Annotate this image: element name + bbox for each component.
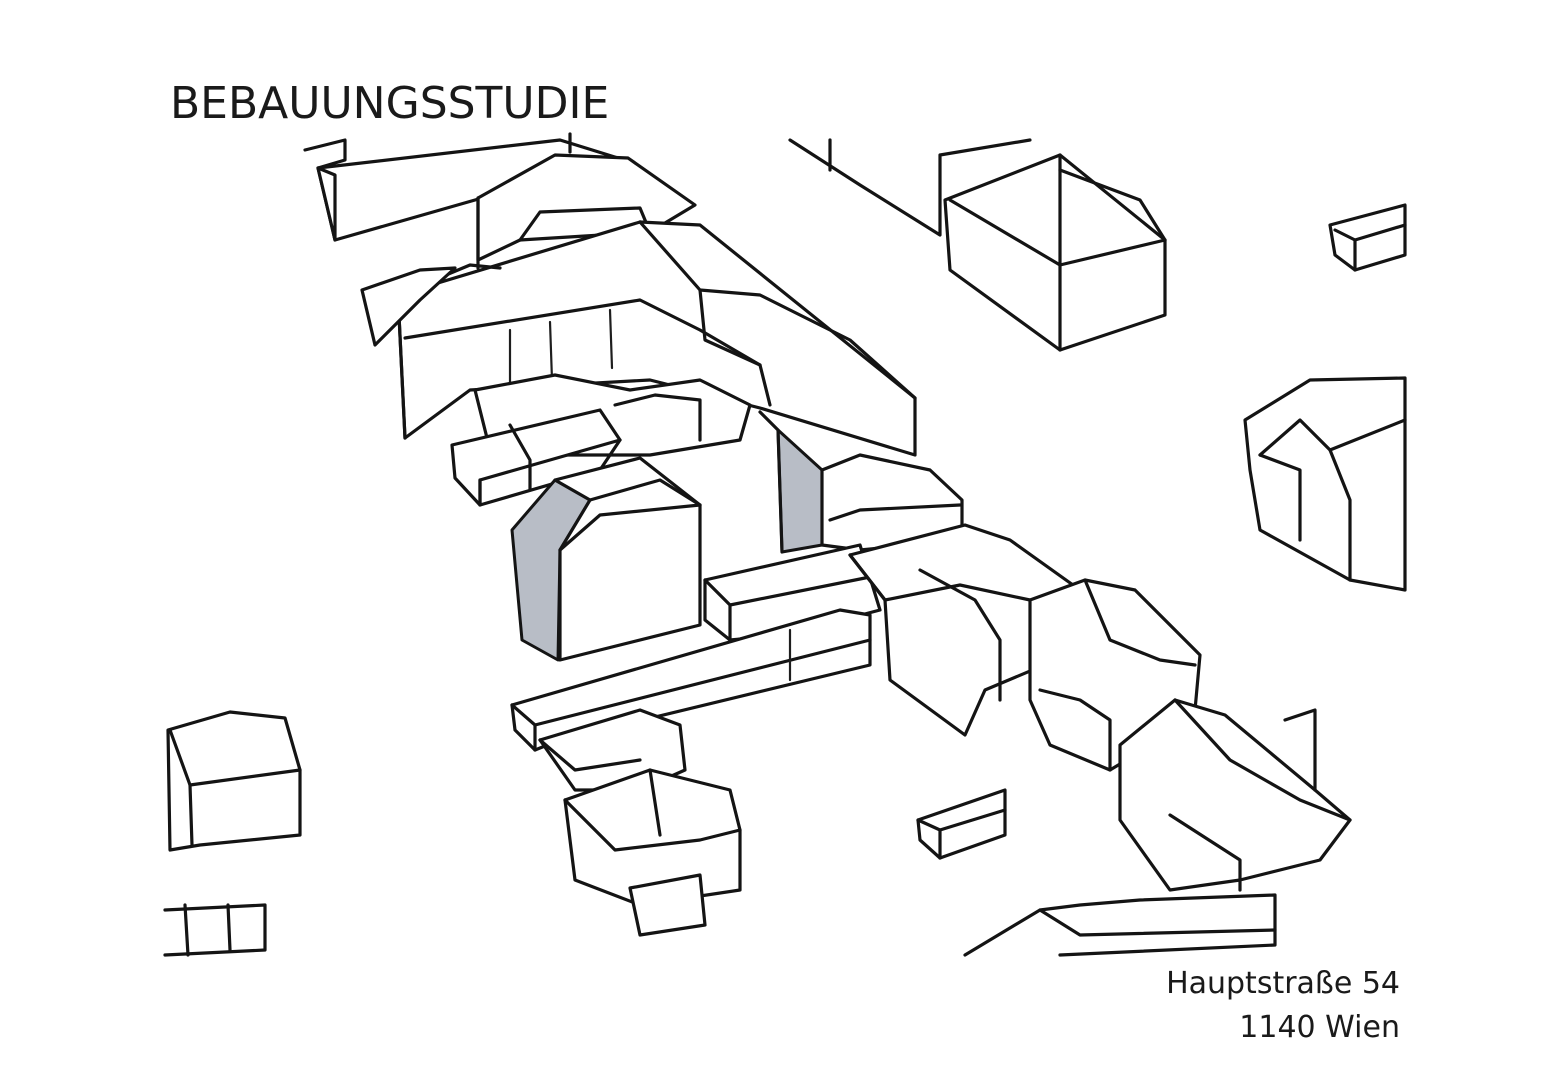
- building-small-box: [916, 788, 1007, 860]
- new-building-highlight: [510, 410, 824, 662]
- building-right-chain: [848, 523, 1352, 892]
- building-far-right-box: [1328, 203, 1407, 272]
- building-left-l-block: [360, 220, 917, 457]
- page-title: BEBAUUNGSSTUDIE: [170, 78, 610, 129]
- building-bottom-right-roof: [963, 893, 1277, 957]
- building-left-house: [166, 710, 302, 852]
- address-street: Hauptstraße 54: [1166, 966, 1400, 1001]
- building-right-middle: [1243, 376, 1407, 592]
- building-top-right-hip: [788, 138, 1167, 352]
- building-bottom-center-house: [538, 708, 742, 937]
- building-lower-bar: [510, 608, 872, 752]
- building-bottom-left-partial: [163, 903, 267, 957]
- address-city: 1140 Wien: [1239, 1010, 1400, 1045]
- courtyard-low-blocks: [450, 373, 752, 507]
- building-top-center: [476, 153, 697, 270]
- address-block: Hauptstraße 54 1140 Wien: [1166, 962, 1400, 1050]
